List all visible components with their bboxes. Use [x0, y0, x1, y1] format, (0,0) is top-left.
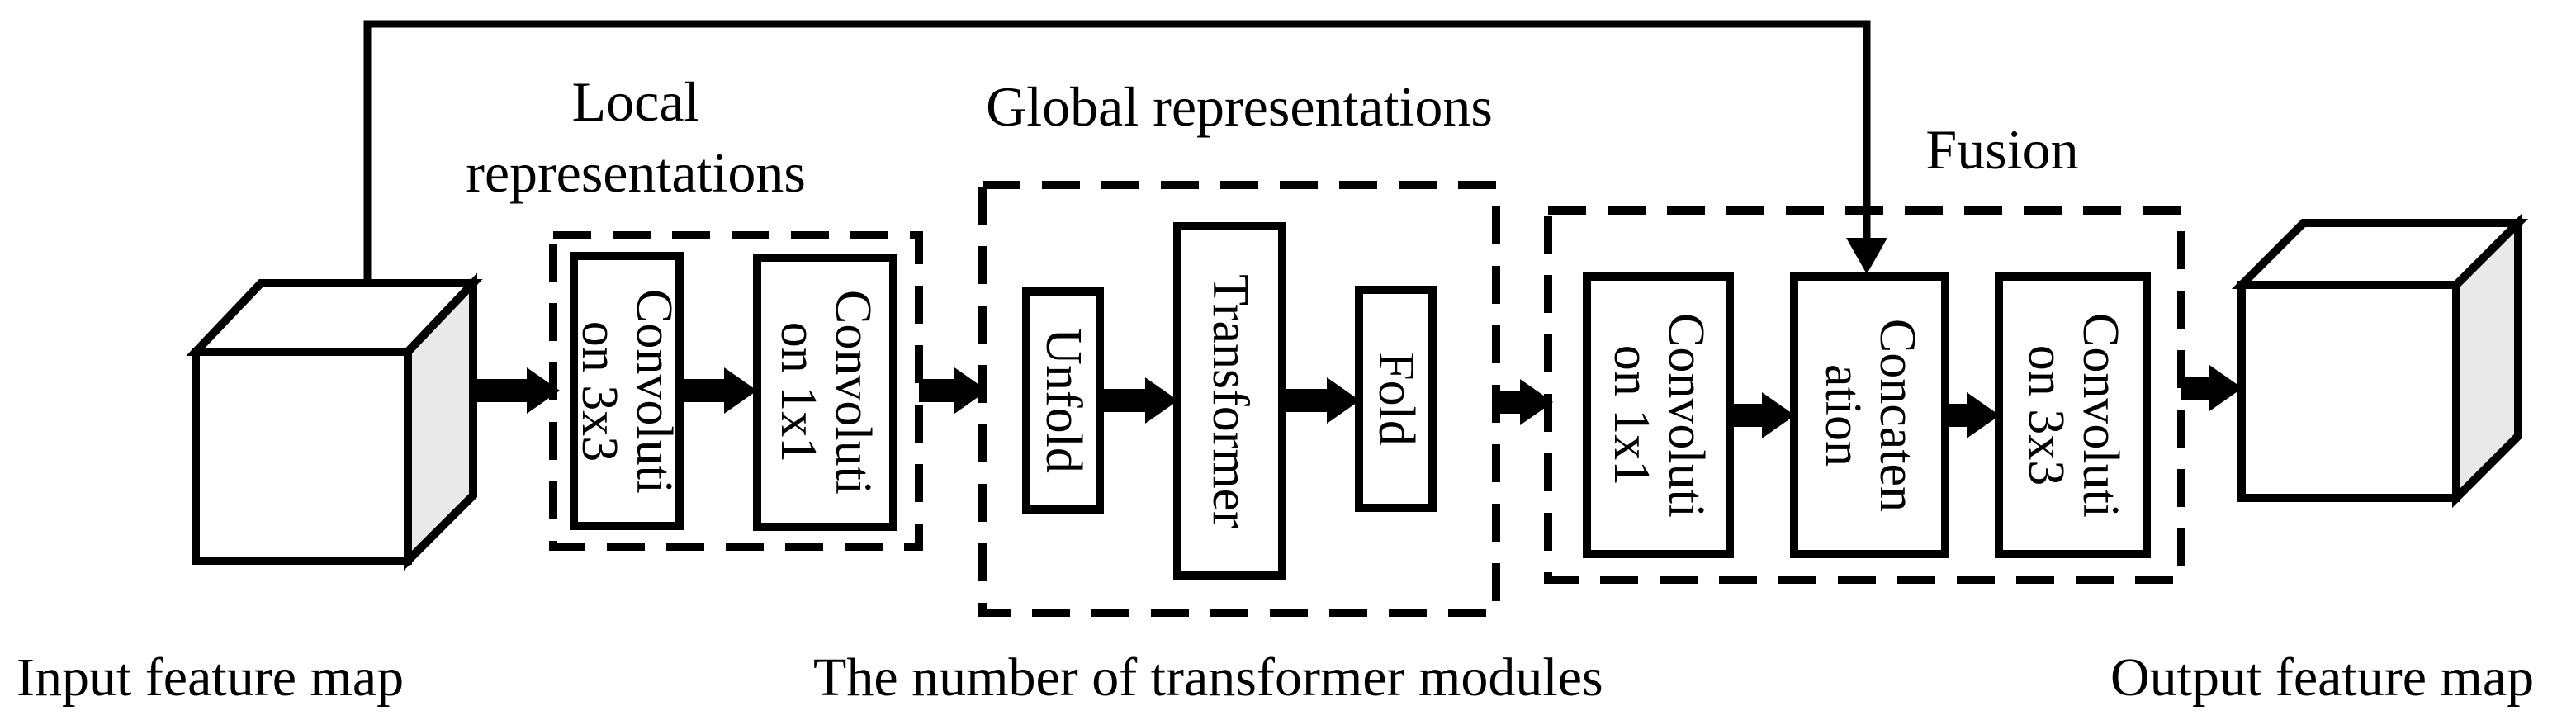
- fold-box: Fold: [1355, 286, 1437, 512]
- fusion-label: Fusion: [1878, 114, 2126, 185]
- local-representations-label: Local representations: [405, 66, 867, 208]
- flow-arrow-conv1x1-to-concat: [1734, 392, 1795, 438]
- skip-connection-line: [363, 20, 1871, 283]
- box-label-line: Fold: [1367, 352, 1424, 446]
- fusion-convolution-3x3-text: Convoluti on 3x3: [2017, 283, 2129, 547]
- output-feature-map-caption: Output feature map: [2110, 647, 2535, 708]
- concatenation-box: Concaten ation: [1790, 272, 1949, 558]
- box-label-line: on 1x1: [1603, 344, 1660, 486]
- unfold-box: Unfold: [1022, 287, 1104, 514]
- fusion-convolution-1x1-box: Convoluti on 1x1: [1583, 272, 1734, 558]
- input-feature-map-caption: Input feature map: [17, 647, 405, 708]
- box-label-line: Unfold: [1035, 328, 1091, 473]
- local-convolution-1x1-text: Convoluti on 1x1: [769, 264, 881, 520]
- transformer-text: Transformer: [1201, 233, 1258, 570]
- box-label-line: Convoluti: [824, 289, 881, 495]
- fold-text: Fold: [1367, 296, 1424, 502]
- local-convolution-3x3-text: Convoluti on 3x3: [571, 263, 682, 519]
- flow-arrow-conv3x3-to-conv1x1: [684, 367, 757, 414]
- fusion-convolution-1x1-text: Convoluti on 1x1: [1603, 283, 1714, 547]
- flow-arrow-local-to-global: [919, 367, 987, 414]
- skip-arrowhead-icon: [1846, 238, 1887, 274]
- box-label-line: Convoluti: [626, 288, 682, 494]
- flow-arrow-fusion-to-output: [2181, 365, 2242, 411]
- local-convolution-3x3-box: Convoluti on 3x3: [570, 252, 684, 530]
- flow-arrow-unfold-to-transformer: [1104, 377, 1178, 424]
- box-label-line: on 3x3: [571, 320, 627, 462]
- transformer-box: Transformer: [1173, 222, 1286, 580]
- box-label-line: on 3x3: [2017, 344, 2074, 486]
- transformer-modules-caption: The number of transformer modules: [813, 647, 1603, 708]
- local-label-line: Local: [571, 70, 700, 133]
- unfold-text: Unfold: [1035, 297, 1091, 504]
- local-convolution-1x1-box: Convoluti on 1x1: [753, 254, 897, 531]
- box-label-line: Convoluti: [2072, 312, 2129, 519]
- fusion-convolution-3x3-box: Convoluti on 3x3: [1995, 272, 2151, 558]
- local-label-line: representations: [466, 141, 806, 204]
- box-label-line: on 1x1: [769, 321, 826, 463]
- output-cube: [2231, 212, 2529, 509]
- box-label-line: Transformer: [1201, 273, 1258, 528]
- box-label-line: ation: [1814, 364, 1871, 467]
- fusion-label-line: Fusion: [1925, 118, 2079, 181]
- flow-arrow-global-to-fusion: [1496, 379, 1553, 425]
- flow-arrow-input-to-local: [473, 367, 560, 414]
- flow-arrow-concat-to-conv3x3: [1949, 392, 2000, 438]
- input-cube: [186, 272, 483, 571]
- concatenation-text: Concaten ation: [1814, 283, 1925, 547]
- global-representations-label: Global representations: [909, 71, 1570, 142]
- flow-arrow-transformer-to-fold: [1286, 377, 1360, 424]
- box-label-line: Concaten: [1868, 318, 1925, 513]
- box-label-line: Convoluti: [1657, 312, 1714, 519]
- fusion-group-dashed-box: [1544, 206, 2185, 584]
- global-label-line: Global representations: [986, 75, 1493, 138]
